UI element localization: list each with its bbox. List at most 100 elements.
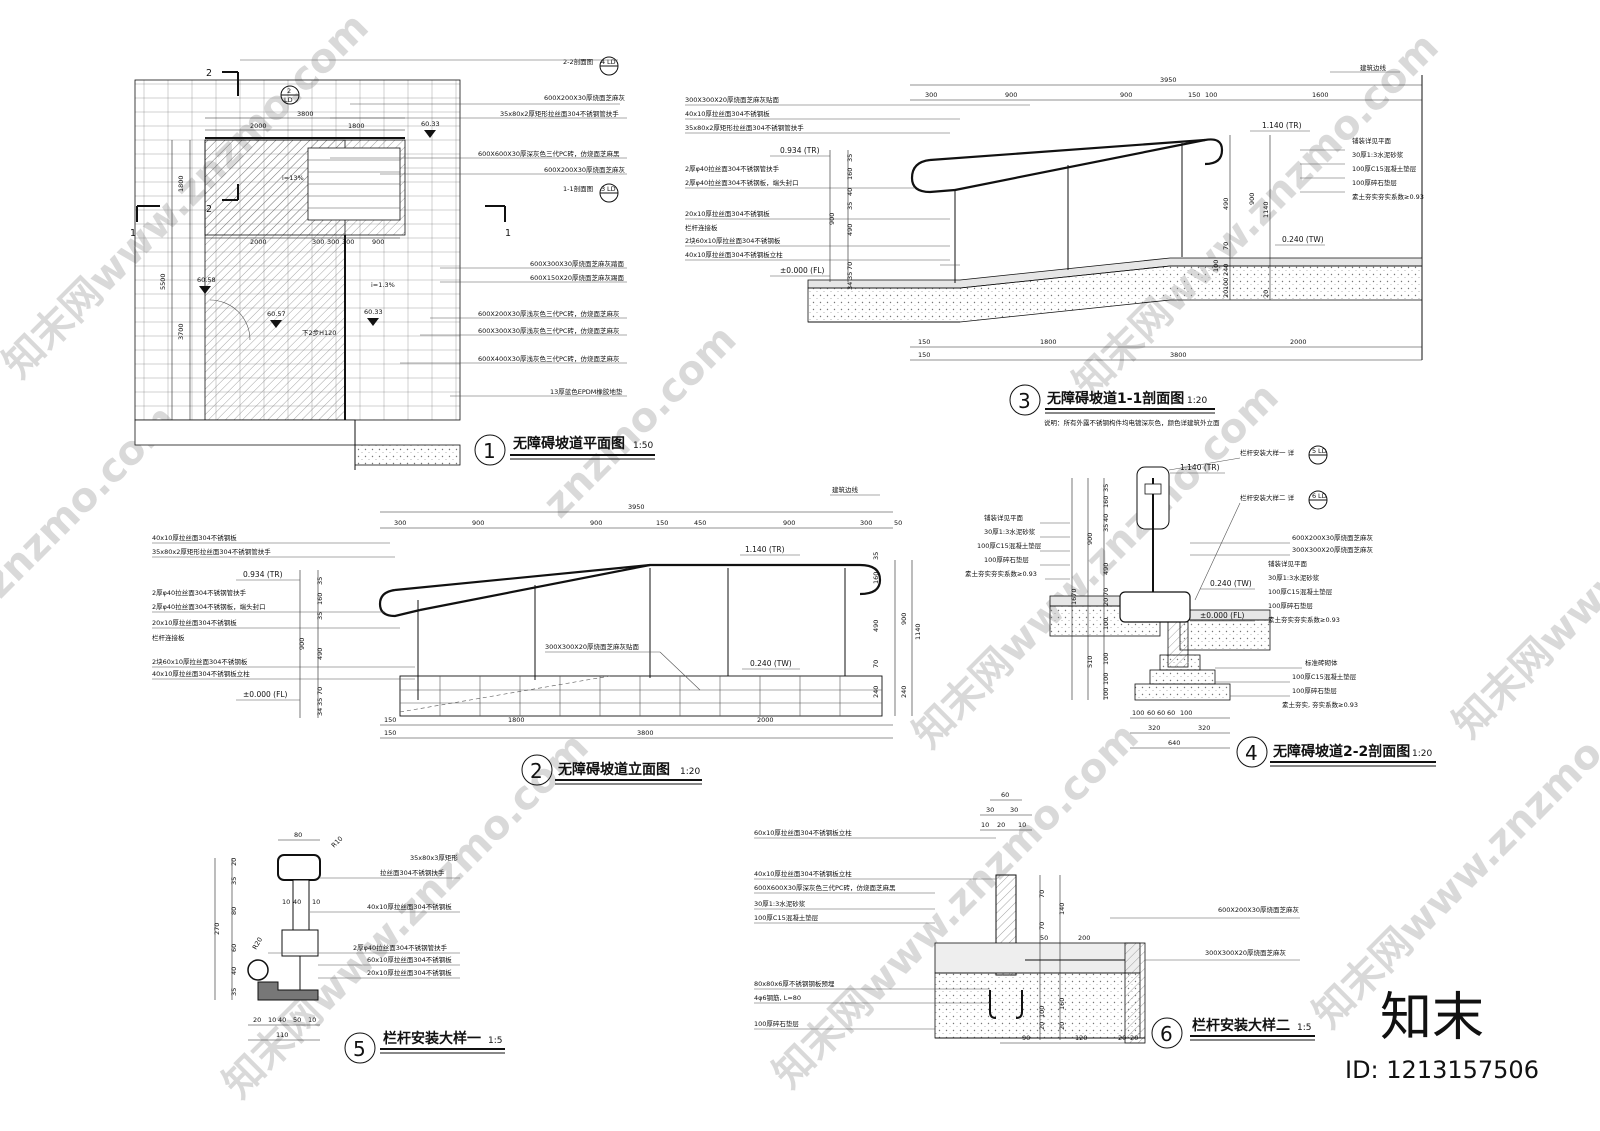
sec11-dim: 1600 <box>1312 91 1329 99</box>
sec11-notes-left: 300X300X20厚烧面芝麻灰贴面 40x10厚拉丝面304不锈钢板 35x8… <box>685 95 1030 261</box>
sec22-dim: 35 <box>1102 484 1110 492</box>
sec11-note: 100厚C15混凝土垫层 <box>1352 164 1417 173</box>
rect-handrail <box>277 854 321 881</box>
sec11-note: 40x10厚拉丝面304不锈钢板立柱 <box>685 250 783 259</box>
elev-level: 1.140 (TR) <box>745 545 785 554</box>
sec22-level: 0.240 (TW) <box>1210 579 1252 588</box>
det5-dim: 10 <box>308 1016 316 1024</box>
elev-note: 2块60x10厚拉丝面304不锈钢板 <box>152 657 248 666</box>
sec22-dim: 100 <box>1102 673 1110 685</box>
sec11-dim: 490 <box>1222 198 1230 210</box>
det5-dim: 110 <box>276 1031 288 1039</box>
det5-dim: 10 <box>268 1016 276 1024</box>
det5-dim: 60 <box>230 944 238 952</box>
elev-dim: 240 <box>872 686 880 698</box>
elev-title: 无障碍坡道立面图 <box>557 761 670 778</box>
ref-sheet: LD <box>1318 447 1327 455</box>
elev-note: 40x10厚拉丝面304不锈钢板 <box>152 533 237 542</box>
plan-ref-sheet: LD <box>284 96 293 104</box>
det6-note: 100厚碎石垫层 <box>754 1019 799 1028</box>
elev-dim: 3800 <box>637 729 654 737</box>
det6-dim: 20 <box>1130 1034 1138 1042</box>
plan-level: 60.57 <box>267 310 286 318</box>
elev-dim: 300 <box>860 519 872 527</box>
plan-note: 35x80x2厚矩形拉丝面304不锈钢管扶手 <box>500 109 619 118</box>
elev-dim: 900 <box>298 638 306 650</box>
sec11-dim: 2000 <box>1290 338 1307 346</box>
elev-dim: 70 <box>872 660 880 668</box>
sec11-dim: 100 <box>1212 260 1220 272</box>
det5-note: 2厚φ40拉丝面304不锈钢管扶手 <box>353 943 448 952</box>
det6-dim: 90 <box>1022 1034 1030 1042</box>
plan-ref-label: 2-2剖面图 <box>563 57 593 66</box>
elev-dim: 490 <box>316 648 324 660</box>
sec22-ref: 栏杆安装大样一 详 <box>1240 448 1295 457</box>
elev-dim: 490 <box>872 620 880 632</box>
plan-title-bubble <box>474 434 506 466</box>
plan-note: 600X400X30厚浅灰色三代PC砖，仿烧面芝麻灰 <box>478 354 620 363</box>
det5-note: 60x10厚拉丝面304不锈钢板 <box>367 955 452 964</box>
elev-dim: 34 <box>316 708 324 716</box>
section-1-1-drawing: 建筑边线 3950 300 900 900 150 100 1600 35 16… <box>685 63 1424 427</box>
det6-title-bubble <box>1151 1017 1183 1049</box>
plan-dim: 900 <box>372 238 384 246</box>
elev-note: 2厚φ40拉丝面304不锈钢管扶手 <box>152 588 247 597</box>
sec11-dim: 3800 <box>1170 351 1187 359</box>
building-line-label: 建筑边线 <box>832 485 859 494</box>
det5-note: 40x10厚拉丝面304不锈钢板 <box>367 902 452 911</box>
elev-dim: 240 <box>900 686 908 698</box>
sec11-scale: 1:20 <box>1187 396 1207 406</box>
sec22-dim: 60 <box>1167 709 1175 717</box>
det6-dim: 20 <box>997 821 1005 829</box>
det6-dim: 10 <box>1018 821 1026 829</box>
plan-note: 13厚蓝色EPDM橡胶地垫 <box>550 387 623 396</box>
det6-note: 60x10厚拉丝面304不锈钢板立柱 <box>754 828 852 837</box>
plan-level: 60.58 <box>197 276 216 284</box>
det5-title-num: 5 <box>353 1037 366 1061</box>
det5-dim: 40 <box>230 967 238 975</box>
sec11-note: 2块60x10厚拉丝面304不锈钢板 <box>685 236 781 245</box>
sec11-dim: 70 <box>1222 242 1230 250</box>
sec11-dim: 3950 <box>1160 76 1177 84</box>
plan-dim: 1800 <box>177 175 185 192</box>
det6-dim: 120 <box>1075 1034 1087 1042</box>
sec11-level: ±0.000 (FL) <box>780 266 825 275</box>
elev-dim: 35 <box>316 577 324 585</box>
sec22-dim: 900 <box>1086 533 1094 545</box>
elev-dim: 35 <box>872 552 880 560</box>
det5-dim: 40 <box>278 1016 286 1024</box>
watermark: 知末网www.znzmo.com <box>1065 24 1448 407</box>
sec22-title-bubble <box>1236 736 1268 768</box>
elev-dim: 160 <box>316 593 324 605</box>
elev-dim: 70 <box>316 687 324 695</box>
sec11-dim: 300 <box>925 91 937 99</box>
plan-dim: 300 <box>327 238 339 246</box>
plan-note: 600X200X30厚烧面芝麻灰 <box>544 165 625 174</box>
elev-note: 40x10厚拉丝面304不锈钢板立柱 <box>152 669 250 678</box>
sec11-dim: 900 <box>1005 91 1017 99</box>
sec11-note: 素土夯实夯实系数≥0.93 <box>1352 192 1424 201</box>
sec11-note: 2厚φ40拉丝面304不锈钢管扶手 <box>685 164 780 173</box>
sec22-dim: 20 <box>1102 598 1110 606</box>
elev-dim: 3950 <box>628 503 645 511</box>
plan-dim: 2000 <box>250 238 267 246</box>
sec22-notes-left: 铺装详见平面 30厚1:3水泥砂浆 100厚C15混凝土垫层 100厚碎石垫层 … <box>965 513 1070 580</box>
brand-id: ID: 1213157506 <box>1345 1056 1539 1084</box>
sec11-dim: 490 <box>846 224 854 236</box>
det6-title-num: 6 <box>1160 1022 1173 1046</box>
sec22-dim: 100 <box>1102 618 1110 630</box>
plan-dim: 2000 <box>250 122 267 130</box>
det5-dim: 80 <box>294 831 302 839</box>
sec22-note: 30厚1:3水泥砂浆 <box>984 527 1036 536</box>
sec11-note: 35x80x2厚矩形拉丝面304不锈钢管扶手 <box>685 123 804 132</box>
det5-dim: 50 <box>293 1016 301 1024</box>
sec22-title: 无障碍坡道2-2剖面图 <box>1272 743 1410 760</box>
det5-dim: 10 <box>282 898 290 906</box>
plan-note: 600X200X30厚烧面芝麻灰 <box>544 93 625 102</box>
elev-dim: 900 <box>783 519 795 527</box>
plan-scale: 1:50 <box>633 441 653 451</box>
sec11-title: 无障碍坡道1-1剖面图 <box>1046 390 1184 407</box>
elev-dim: 150 <box>656 519 668 527</box>
sec11-dim: 100 <box>1205 91 1217 99</box>
